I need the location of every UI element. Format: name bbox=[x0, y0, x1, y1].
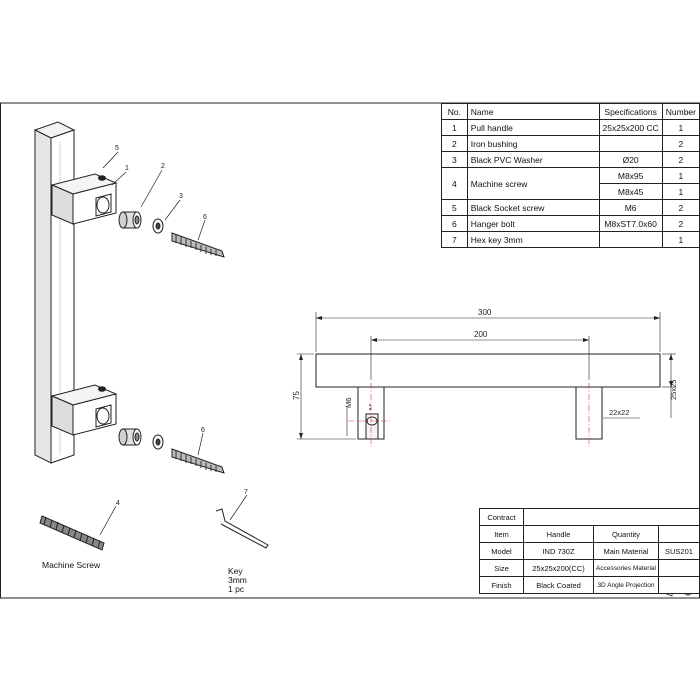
header-name: Name bbox=[466, 103, 600, 120]
row-name: Hex key 3mm bbox=[466, 231, 600, 248]
row-name: Hanger bolt bbox=[466, 215, 600, 232]
callout-leaders bbox=[99, 151, 248, 536]
row-name: Pull handle bbox=[466, 119, 600, 136]
table-row: 4 Machine screw M8x95 1 bbox=[441, 167, 700, 200]
row-number: 2 bbox=[661, 151, 700, 168]
dim-center-distance: 200 bbox=[474, 330, 488, 339]
row-no: 5 bbox=[441, 199, 468, 216]
tb-main-material-value: SUS201 bbox=[657, 542, 700, 560]
table-row: 7 Hex key 3mm 1 bbox=[441, 231, 700, 248]
callout-5-top: 5 bbox=[115, 145, 119, 152]
row-spec: 25x25x200 CC bbox=[598, 119, 663, 136]
row-number: 1 bbox=[661, 183, 700, 200]
row-name: Black Socket screw bbox=[466, 199, 600, 216]
row-no: 7 bbox=[441, 231, 468, 248]
row-number: 1 bbox=[661, 167, 700, 184]
row-spec: M8xST7.0x60 bbox=[598, 215, 663, 232]
table-row: 1 Pull handle 25x25x200 CC 1 bbox=[441, 119, 700, 136]
dim-thread: M6 bbox=[344, 398, 353, 408]
tb-item-value: Handle bbox=[523, 525, 594, 543]
dim-section: 25x25 bbox=[669, 380, 678, 400]
tb-finish-value: Black Coated bbox=[523, 576, 594, 594]
row-spec: M6 bbox=[598, 199, 663, 216]
row-spec: M8x45 bbox=[598, 183, 663, 200]
row-no: 4 bbox=[441, 167, 468, 200]
tb-quantity-label: Quantity bbox=[593, 525, 659, 543]
row-spec: M8x95 bbox=[598, 167, 663, 184]
row-no: 6 bbox=[441, 215, 468, 232]
dimension-lines bbox=[297, 312, 676, 440]
row-number: 1 bbox=[661, 119, 700, 136]
key-label-line1: Key bbox=[228, 566, 243, 576]
parts-table-header: No. Name Specifications Number bbox=[441, 103, 700, 120]
front-view bbox=[315, 353, 661, 440]
exploded-view bbox=[33, 121, 269, 551]
tb-finish-label: Finish bbox=[479, 576, 524, 594]
row-no: 3 bbox=[441, 151, 468, 168]
table-row: 5 Black Socket screw M6 2 bbox=[441, 199, 700, 216]
parts-table: No. Name Specifications Number 1 Pull ha… bbox=[441, 103, 700, 248]
callout-1: 1 bbox=[125, 165, 129, 172]
row-no: 2 bbox=[441, 135, 468, 152]
row-name: Iron bushing bbox=[466, 135, 600, 152]
table-row: 6 Hanger bolt M8xST7.0x60 2 bbox=[441, 215, 700, 232]
callout-6-bottom: 6 bbox=[201, 427, 205, 434]
table-row: 3 Black PVC Washer Ø20 2 bbox=[441, 151, 700, 168]
row-number: 2 bbox=[661, 135, 700, 152]
tb-model-value: IND 730Z bbox=[523, 542, 594, 560]
key-label-line3: 1 pc bbox=[228, 584, 245, 594]
callout-6-top: 6 bbox=[203, 214, 207, 221]
header-spec: Specifications bbox=[598, 103, 663, 120]
center-lines bbox=[348, 383, 590, 448]
callout-2: 2 bbox=[161, 163, 165, 170]
tb-item-label: Item bbox=[479, 525, 524, 543]
tb-accessories-label: Accessories Material bbox=[593, 559, 659, 577]
dim-height: 75 bbox=[292, 391, 301, 400]
row-spec bbox=[598, 135, 663, 152]
dimension-arrows bbox=[299, 316, 673, 439]
tb-main-material-label: Main Material bbox=[593, 542, 659, 560]
row-name: Machine screw bbox=[466, 167, 600, 200]
row-number: 2 bbox=[661, 199, 700, 216]
title-block: Contract Item Handle Quantity Model IND … bbox=[479, 508, 700, 594]
tb-quantity-value bbox=[657, 525, 700, 543]
row-number: 1 bbox=[661, 231, 700, 248]
tb-size-value: 25x25x200(CC) bbox=[523, 559, 594, 577]
row-no: 1 bbox=[441, 119, 468, 136]
row-spec: Ø20 bbox=[598, 151, 663, 168]
dim-overall-length: 300 bbox=[478, 308, 492, 317]
machine-screw-label: Machine Screw bbox=[42, 560, 101, 570]
tb-projection-label: 3D Angle Projection bbox=[593, 576, 659, 594]
tb-size-label: Size bbox=[479, 559, 524, 577]
row-number: 2 bbox=[661, 215, 700, 232]
table-row: 2 Iron bushing 2 bbox=[441, 135, 700, 152]
row-name: Black PVC Washer bbox=[466, 151, 600, 168]
dim-post-section: 22x22 bbox=[609, 408, 629, 417]
row-spec bbox=[598, 231, 663, 248]
key-label-line2: 3mm bbox=[228, 575, 247, 585]
tb-model-label: Model bbox=[479, 542, 524, 560]
tb-projection-symbol bbox=[657, 576, 700, 594]
header-number: Number bbox=[661, 103, 700, 120]
tb-contract-label: Contract bbox=[479, 508, 524, 526]
tb-contract-value bbox=[523, 508, 700, 526]
tb-accessories-value bbox=[657, 559, 700, 577]
callout-4: 4 bbox=[116, 500, 120, 507]
callout-3: 3 bbox=[179, 193, 183, 200]
callout-7: 7 bbox=[244, 489, 248, 496]
header-no: No. bbox=[441, 103, 468, 120]
